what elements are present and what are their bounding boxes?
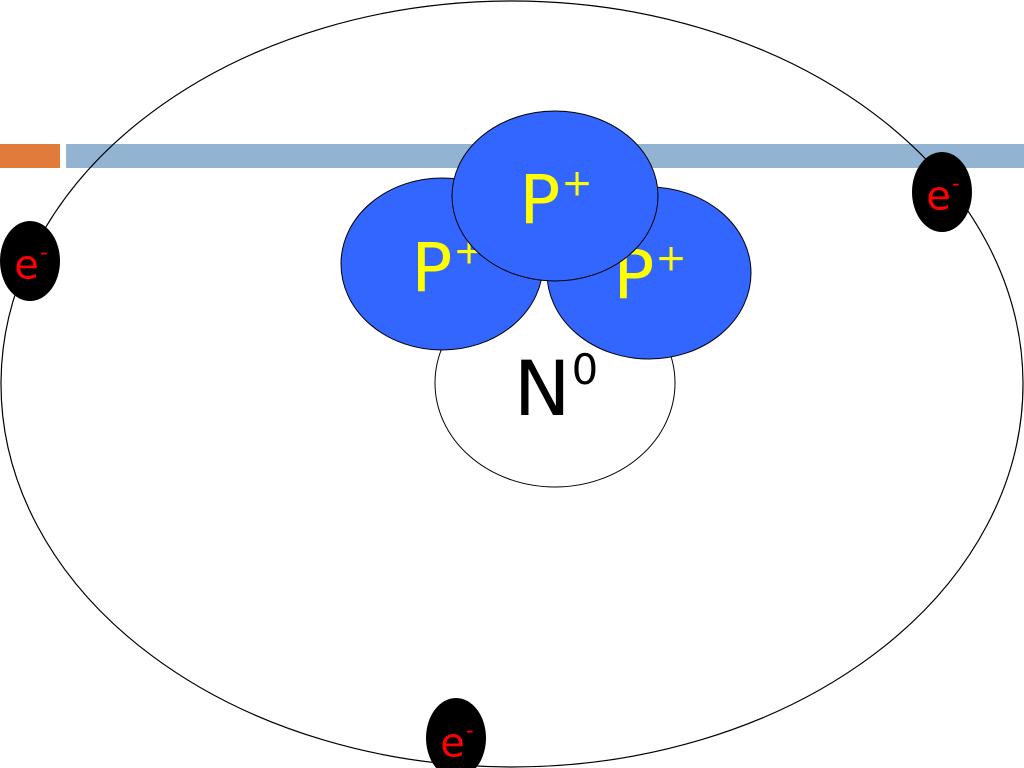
electron-label-bottom: e- bbox=[440, 718, 474, 767]
accent-bar-orange bbox=[0, 144, 60, 168]
proton-label-right: P+ bbox=[613, 235, 687, 316]
electron-label-upper-right: e- bbox=[926, 171, 960, 220]
electron-upper-right bbox=[912, 152, 972, 232]
proton-label-top: P+ bbox=[519, 160, 593, 241]
electron-left bbox=[0, 221, 60, 301]
electron-label-left: e- bbox=[14, 240, 48, 289]
neutron-label: N0 bbox=[513, 344, 599, 434]
proton-label-left: P+ bbox=[411, 228, 485, 309]
electron-bottom bbox=[426, 698, 486, 768]
